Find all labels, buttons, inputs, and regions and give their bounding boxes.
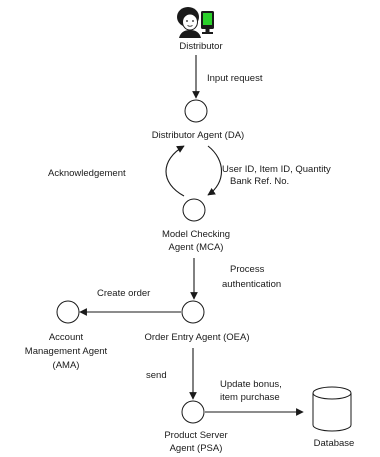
acknowledgement-label: Acknowledgement <box>48 168 126 179</box>
psa-label-2: Agent (PSA) <box>170 443 223 454</box>
node-order-entry-agent <box>181 300 205 324</box>
person-icon <box>177 7 201 38</box>
user-details-label-2: Bank Ref. No. <box>230 176 289 187</box>
database-icon <box>312 386 352 432</box>
node-model-checking-agent <box>182 198 206 222</box>
psa-label-1: Product Server <box>164 430 227 441</box>
ama-label-1: Account <box>49 332 84 343</box>
node-distributor-agent <box>184 99 208 123</box>
update-bonus-label-1: Update bonus, <box>220 379 282 390</box>
distributor-label: Distributor <box>179 41 222 52</box>
create-order-label: Create order <box>97 288 150 299</box>
mca-label-2: Agent (MCA) <box>169 242 224 253</box>
input-request-label: Input request <box>207 73 263 84</box>
ama-label-2: Management Agent <box>25 346 108 357</box>
database-label: Database <box>314 438 355 449</box>
process-auth-label-2: authentication <box>222 279 281 290</box>
node-account-management-agent <box>56 300 80 324</box>
ama-label-3: (AMA) <box>53 360 80 371</box>
edge-acknowledgement <box>165 145 185 197</box>
oea-label: Order Entry Agent (OEA) <box>144 332 249 343</box>
distributor-agent-label: Distributor Agent (DA) <box>152 130 244 141</box>
terminal-icon <box>201 11 214 34</box>
terminal-screen <box>203 13 212 25</box>
edge-user-details <box>207 145 222 196</box>
update-bonus-label-2: item purchase <box>220 392 280 403</box>
node-product-server-agent <box>181 400 205 424</box>
send-label: send <box>146 370 167 381</box>
process-auth-label-1: Process <box>230 264 265 275</box>
mca-label-1: Model Checking <box>162 229 230 240</box>
user-details-label-1: User ID, Item ID, Quantity <box>222 164 331 175</box>
